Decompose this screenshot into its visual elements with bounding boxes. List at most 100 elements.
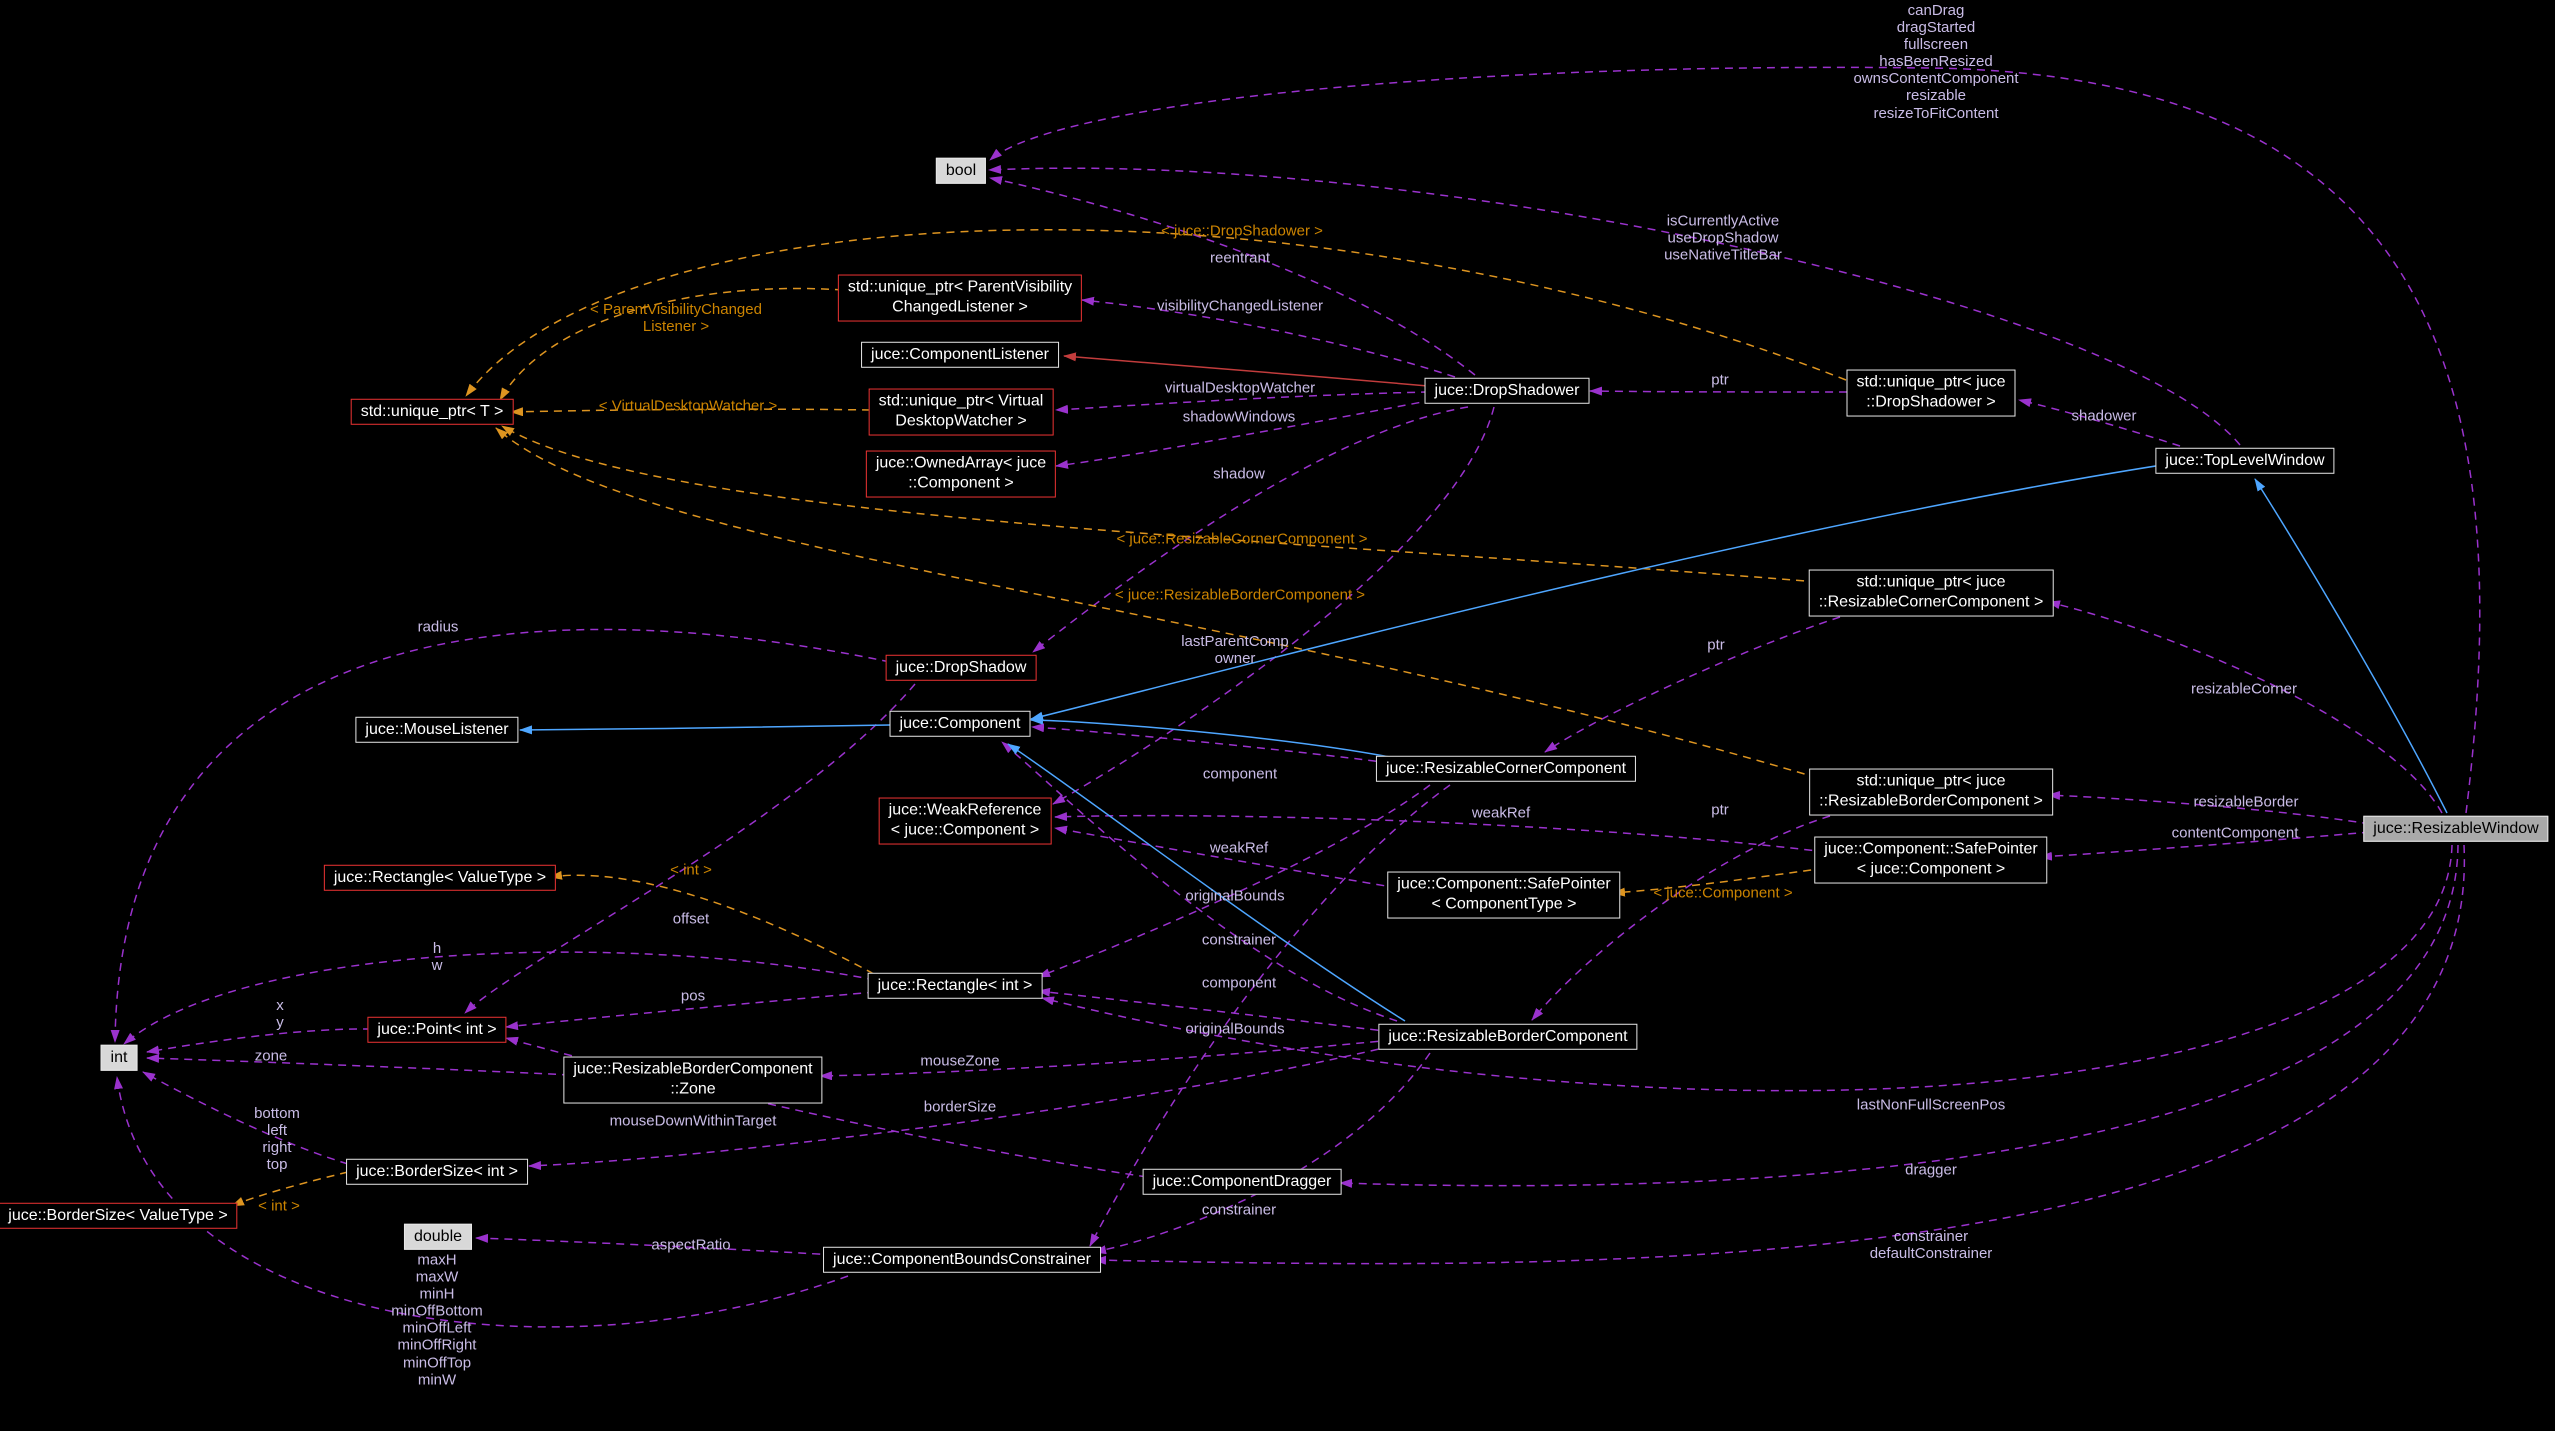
node-drop-shadower[interactable]: juce::DropShadower xyxy=(1424,377,1590,405)
node-unique-ptr-drop-shadower[interactable]: std::unique_ptr< juce ::DropShadower > xyxy=(1846,369,2016,417)
node-int[interactable]: int xyxy=(100,1044,138,1072)
edge-label-constrainer-default: constrainer defaultConstrainer xyxy=(1869,1227,1993,1262)
edge-label-min-max-block: maxH maxW minH minOffBottom minOffLeft m… xyxy=(391,1251,483,1389)
node-double[interactable]: double xyxy=(403,1223,473,1251)
edge-top-level-window-shadower xyxy=(2018,398,2181,447)
edge-label-shadower: shadower xyxy=(2071,407,2137,425)
edge-inherit-component-mouse-listener xyxy=(519,724,892,735)
node-resizable-corner-component[interactable]: juce::ResizableCornerComponent xyxy=(1375,755,1637,783)
edge-label-aspect-ratio: aspectRatio xyxy=(651,1236,731,1254)
edge-label-ptr-drop-shadower: ptr xyxy=(1711,371,1729,389)
edge-label-zone: zone xyxy=(254,1047,288,1065)
edge-label-constrainer-rbc: constrainer xyxy=(1201,1201,1277,1219)
edge-rect-int-point-int xyxy=(505,991,876,1031)
edge-safeptr-c-weak-reference xyxy=(1054,812,1827,853)
edge-label-tmpl-virtual-desktop-watcher: < VirtualDesktopWatcher > xyxy=(598,397,778,415)
edge-label-shadow-windows: shadowWindows xyxy=(1182,408,1296,426)
edge-inherit-resizable-window-top-level xyxy=(2254,478,2448,814)
edge-inherit-rbc-component xyxy=(1007,743,1406,1022)
edge-label-last-parent-comp-owner: lastParentComp owner xyxy=(1181,632,1289,667)
edge-resizable-window-dragger xyxy=(1339,844,2459,1188)
edge-label-tmpl-drop-shadower: < juce::DropShadower > xyxy=(1161,222,1323,240)
edge-label-reentrant: reentrant xyxy=(1209,249,1271,267)
node-weak-reference[interactable]: juce::WeakReference < juce::Component > xyxy=(878,797,1052,845)
node-resizable-border-component[interactable]: juce::ResizableBorderComponent xyxy=(1378,1023,1638,1051)
edge-label-visibility-changed-listener: visibilityChangedListener xyxy=(1157,297,1323,315)
edge-label-resizable-corner: resizableCorner xyxy=(2191,680,2297,698)
edge-unique-ptr-rbc-rbc xyxy=(1531,815,1831,1021)
edge-label-ptr-resizable-corner: ptr xyxy=(1707,636,1725,654)
edge-label-constrainer-rcc: constrainer xyxy=(1201,931,1277,949)
edge-unique-ptr-rcc-rcc xyxy=(1544,616,1841,753)
edge-label-content-component: contentComponent xyxy=(2171,824,2299,842)
node-top-level-window[interactable]: juce::TopLevelWindow xyxy=(2155,447,2335,475)
node-unique-ptr-virtual-desktop[interactable]: std::unique_ptr< Virtual DesktopWatcher … xyxy=(868,388,1054,436)
node-resizable-window[interactable]: juce::ResizableWindow xyxy=(2363,815,2549,843)
edge-label-weak-ref-safeptr-c: weakRef xyxy=(1471,804,1531,822)
edge-rbc-zone xyxy=(819,1039,1393,1081)
edge-label-tmpl-component: < juce::Component > xyxy=(1653,884,1793,902)
node-zone[interactable]: juce::ResizableBorderComponent ::Zone xyxy=(563,1056,823,1104)
edge-resizable-window-bool xyxy=(989,66,2481,814)
edge-label-pos: pos xyxy=(680,987,706,1005)
node-unique-ptr-resizable-corner[interactable]: std::unique_ptr< juce ::ResizableCornerC… xyxy=(1808,569,2054,617)
edge-rbc-rect-int xyxy=(1037,987,1393,1033)
edge-label-offset: offset xyxy=(672,910,710,928)
node-drop-shadow[interactable]: juce::DropShadow xyxy=(885,654,1037,682)
node-unique-ptr-t[interactable]: std::unique_ptr< T > xyxy=(350,398,514,426)
node-point-int[interactable]: juce::Point< int > xyxy=(367,1016,507,1044)
node-component[interactable]: juce::Component xyxy=(889,710,1031,738)
edge-tmpl-resizable-border xyxy=(495,427,1819,779)
node-safe-pointer-component[interactable]: juce::Component::SafePointer < juce::Com… xyxy=(1814,836,2048,884)
edge-private-drop-shadower-listener xyxy=(1063,352,1429,387)
edge-resizable-window-constrainer xyxy=(1093,844,2465,1265)
edge-drop-shadower-shadow xyxy=(1032,406,1469,653)
edge-point-int-int xyxy=(146,1028,372,1055)
edge-rbc-constrainer xyxy=(1093,1052,1431,1255)
node-safe-pointer-componenttype[interactable]: juce::Component::SafePointer < Component… xyxy=(1387,871,1621,919)
edge-inherit-rcc-component xyxy=(1030,715,1391,758)
edge-rcc-rect-int xyxy=(1037,784,1431,978)
node-unique-ptr-parent-visibility[interactable]: std::unique_ptr< ParentVisibility Change… xyxy=(837,274,1083,322)
node-bool[interactable]: bool xyxy=(935,157,987,185)
node-unique-ptr-resizable-border[interactable]: std::unique_ptr< juce ::ResizableBorderC… xyxy=(1809,768,2053,816)
node-rectangle-valuetype[interactable]: juce::Rectangle< ValueType > xyxy=(323,864,557,892)
edge-drop-shadower-visibility-listener xyxy=(1081,296,1456,378)
edge-constrainer-double xyxy=(475,1233,835,1256)
edge-label-component-rbc: component xyxy=(1201,974,1277,992)
edge-drop-shadow-int xyxy=(110,628,891,1043)
edge-constrainer-int xyxy=(114,1076,849,1328)
edge-resizable-window-corner-ptr xyxy=(2047,600,2443,814)
edge-rcc-component xyxy=(1031,723,1391,764)
edge-label-tmpl-parent-visibility: < ParentVisibilityChanged Listener > xyxy=(590,300,762,335)
node-border-size-int[interactable]: juce::BorderSize< int > xyxy=(346,1158,528,1186)
node-owned-array[interactable]: juce::OwnedArray< juce ::Component > xyxy=(865,450,1057,498)
edge-unique-ptr-ds-drop-shadower xyxy=(1589,386,1848,396)
node-mouse-listener[interactable]: juce::MouseListener xyxy=(355,716,519,744)
edge-label-weak-ref-safeptr-ct: weakRef xyxy=(1209,839,1269,857)
edge-label-shadow: shadow xyxy=(1213,465,1265,483)
edge-tmpl-rect-int xyxy=(549,870,875,975)
edge-label-ptr-resizable-border: ptr xyxy=(1711,801,1729,819)
edge-drop-shadower-bool xyxy=(989,176,1476,376)
edge-drop-shadow-point-int xyxy=(464,683,916,1014)
node-rectangle-int[interactable]: juce::Rectangle< int > xyxy=(867,972,1043,1000)
edge-label-original-bounds-rcc: originalBounds xyxy=(1185,887,1285,905)
node-border-size-valuetype[interactable]: juce::BorderSize< ValueType > xyxy=(0,1202,238,1230)
node-component-dragger[interactable]: juce::ComponentDragger xyxy=(1142,1168,1342,1196)
edge-label-radius: radius xyxy=(417,618,459,636)
node-component-listener[interactable]: juce::ComponentListener xyxy=(861,341,1059,369)
edge-label-tmpl-int-rect: < int > xyxy=(670,861,712,879)
node-component-bounds-constrainer[interactable]: juce::ComponentBoundsConstrainer xyxy=(823,1246,1101,1274)
edge-rbc-component xyxy=(1001,741,1398,1022)
edge-label-last-non-full-screen-pos: lastNonFullScreenPos xyxy=(1856,1096,2006,1114)
edge-label-resizable-window-flags: canDrag dragStarted fullscreen hasBeenRe… xyxy=(1853,2,2019,122)
edge-safeptr-ct-weak-reference xyxy=(1054,825,1399,889)
edge-label-mouse-down-within-target: mouseDownWithinTarget xyxy=(609,1112,777,1130)
edge-label-component-rcc: component xyxy=(1202,765,1278,783)
edge-label-dragger: dragger xyxy=(1905,1161,1957,1179)
edge-label-mouse-zone: mouseZone xyxy=(920,1052,1000,1070)
edge-label-tmpl-resizable-border: < juce::ResizableBorderComponent > xyxy=(1114,586,1366,604)
edge-tmpl-parent-visibility xyxy=(499,287,844,401)
